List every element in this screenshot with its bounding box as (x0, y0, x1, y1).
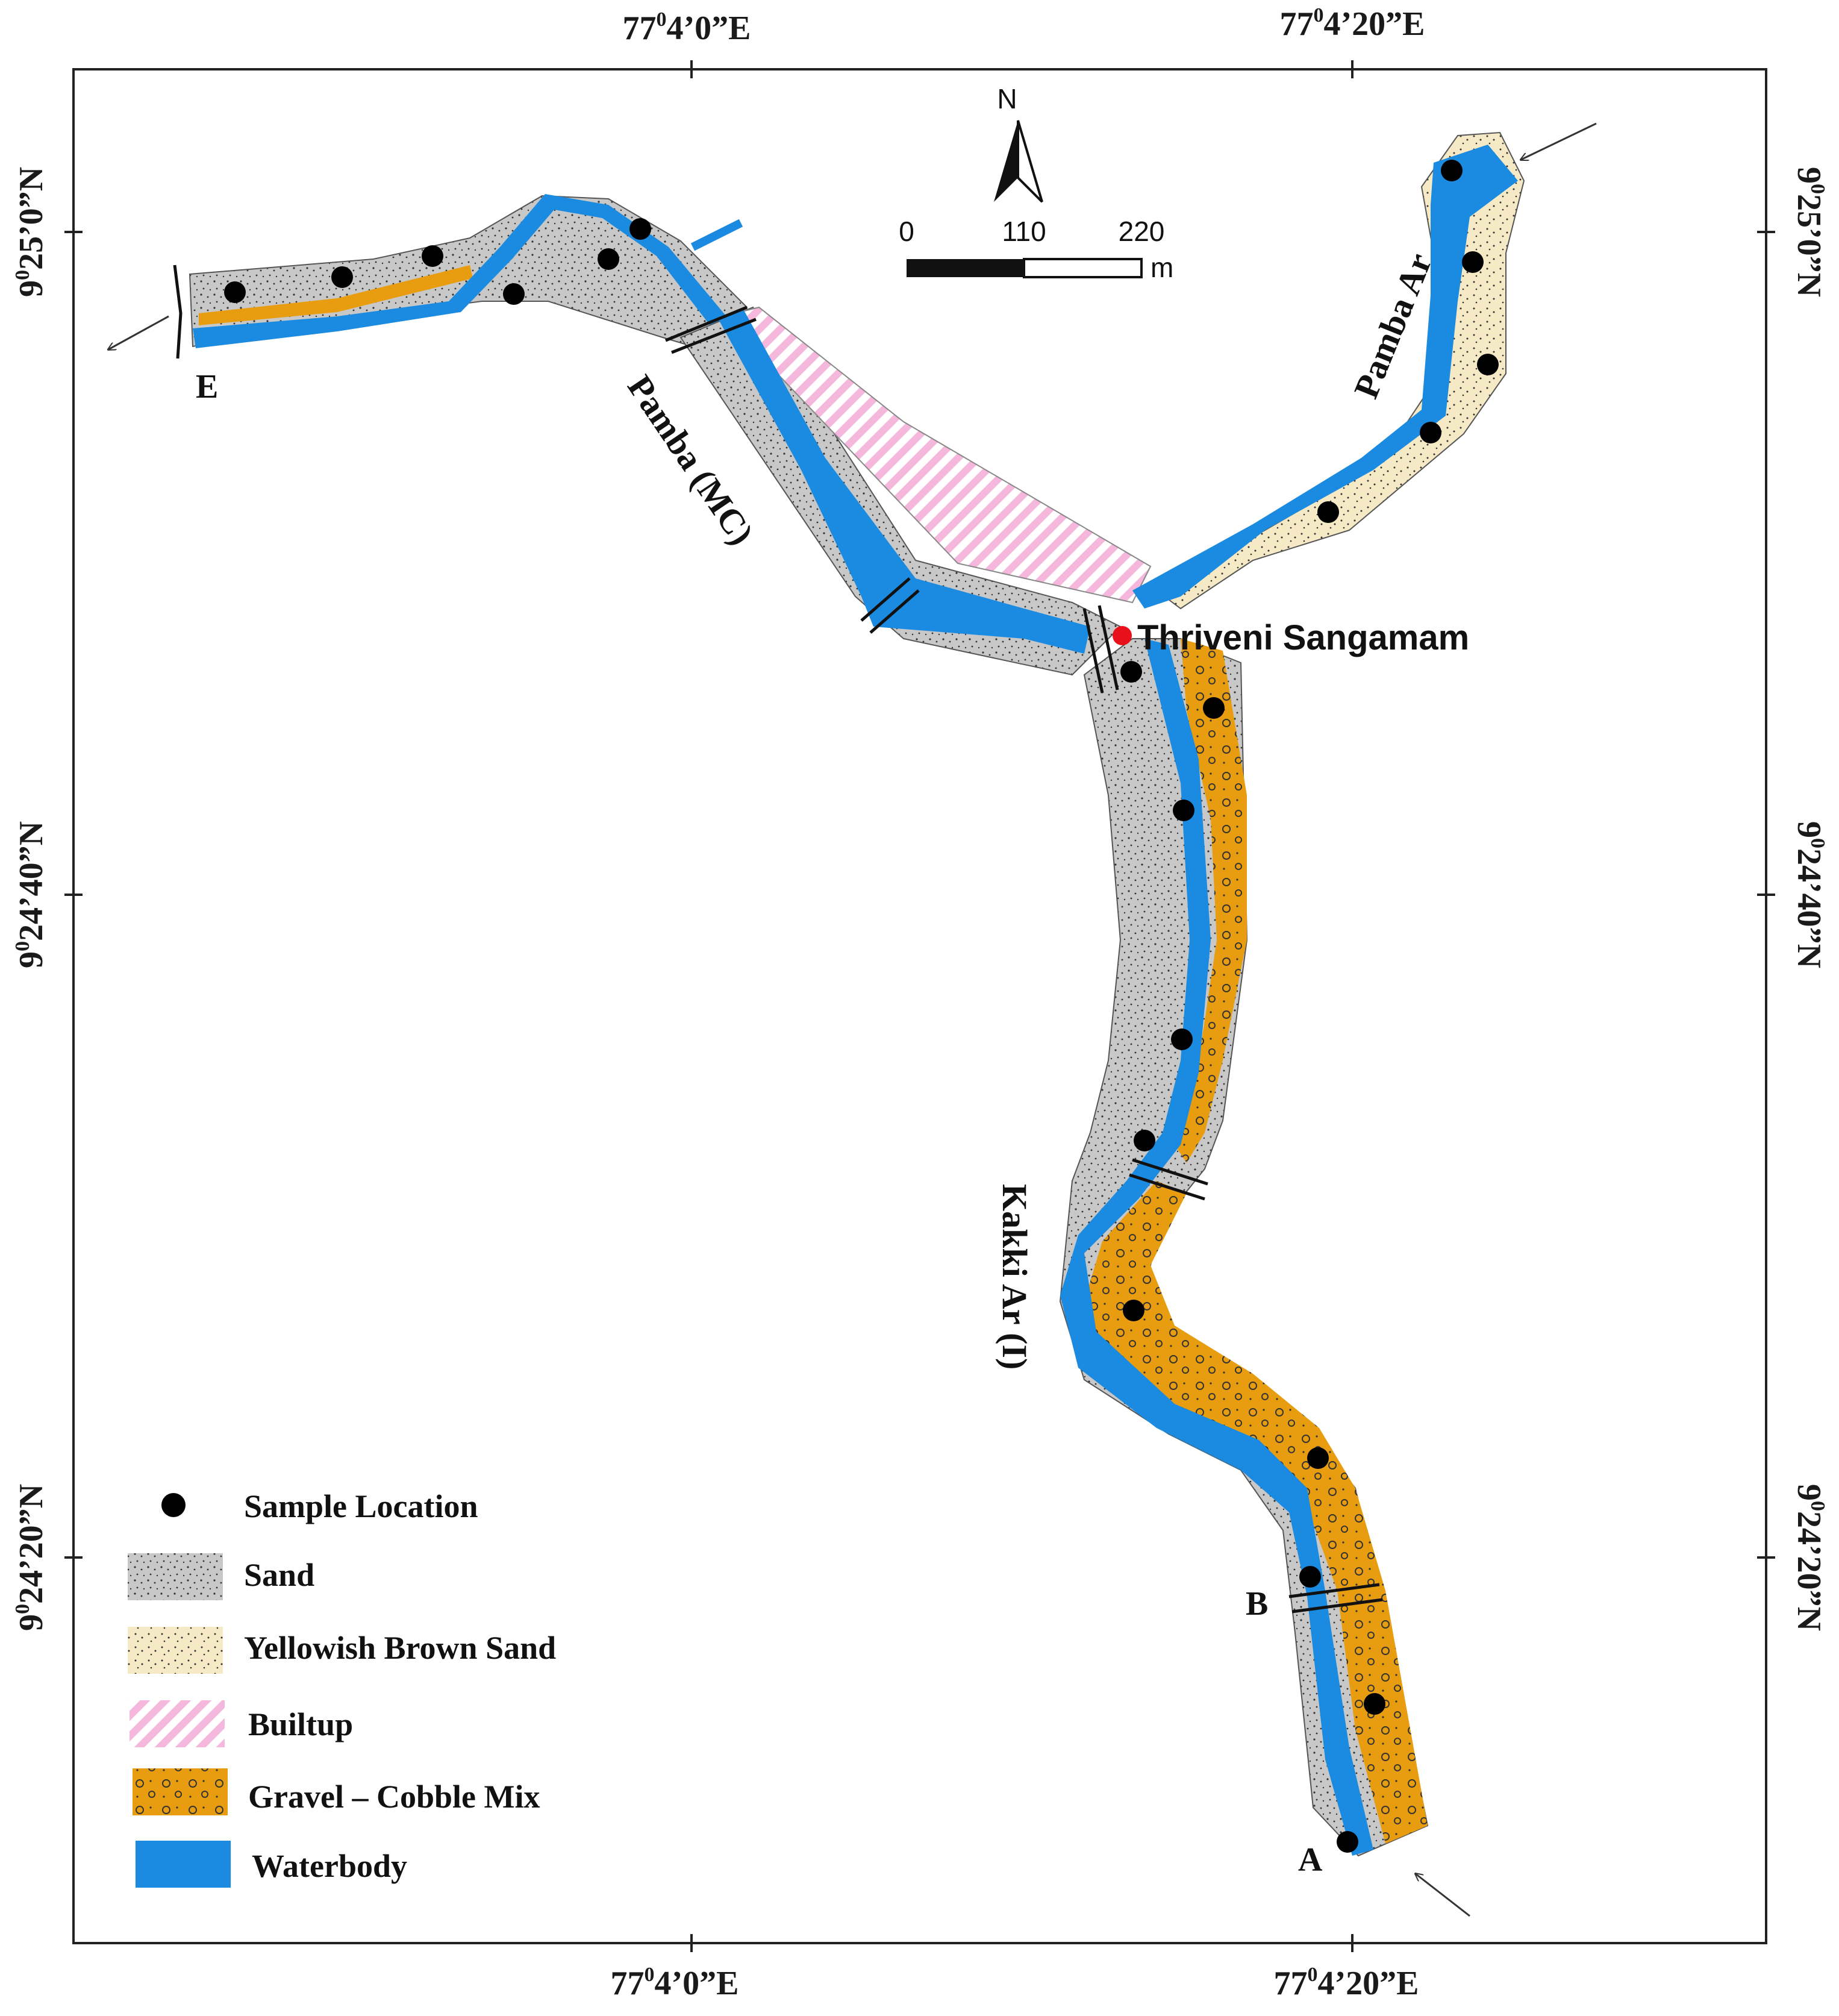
legend-label-gravel: Gravel – Cobble Mix (248, 1779, 540, 1815)
sample-point (1317, 501, 1339, 523)
section-separators (157, 265, 1383, 1614)
section-label-a: A (1298, 1841, 1323, 1879)
legend-swatch-sample (161, 1493, 186, 1517)
left-coord-3: 9024’20”N (11, 1484, 50, 1631)
water-kakki-ar (1060, 639, 1373, 1856)
builtup-pamba-mc (722, 306, 1152, 604)
sample-point (224, 281, 246, 303)
right-coord-1: 9025’0”N (1790, 167, 1829, 297)
legend-item-gravel: Gravel – Cobble Mix (133, 1768, 540, 1815)
sample-point (1120, 661, 1142, 683)
bottom-coord-2: 7704’20”E (1274, 1964, 1419, 2002)
sample-point (1134, 1130, 1155, 1151)
sample-point (503, 283, 525, 305)
gravel-western-strip (199, 265, 473, 325)
sample-point (422, 245, 443, 267)
right-coord-2: 9024’40”N (1790, 821, 1829, 968)
legend: Sample Location Sand Yellowish Brown San… (128, 1488, 556, 1888)
sample-point (1123, 1300, 1144, 1321)
sample-point (1307, 1447, 1329, 1469)
legend-swatch-sand (128, 1553, 223, 1600)
sample-locations (224, 160, 1499, 1853)
top-coord-1: 7704’0”E (623, 8, 751, 47)
north-arrow: N (994, 83, 1043, 203)
legend-label-water: Waterbody (252, 1848, 407, 1884)
scale-label-0: 0 (899, 216, 914, 247)
legend-label-builtup: Builtup (248, 1706, 353, 1742)
sample-point (1441, 160, 1463, 181)
gravel-kakki-ar-upper (1175, 639, 1247, 1163)
legend-swatch-builtup (130, 1700, 225, 1747)
confluence-point (1113, 626, 1132, 645)
scale-label-220: 220 (1119, 216, 1165, 247)
sample-point (1477, 354, 1499, 375)
confluence-label: Thriveni Sangamam (1137, 618, 1469, 657)
right-coord-3: 9024’20”N (1790, 1484, 1829, 1631)
legend-swatch-gravel (133, 1768, 228, 1815)
graticule-ticks (64, 60, 1775, 1952)
legend-item-ybs: Yellowish Brown Sand (128, 1627, 556, 1674)
north-label: N (997, 83, 1017, 114)
legend-label-sand: Sand (244, 1557, 314, 1593)
scale-unit: m (1151, 252, 1173, 283)
scale-label-110: 110 (1002, 216, 1046, 247)
section-label-b: B (1246, 1585, 1268, 1623)
water-pamba-ar (1132, 145, 1518, 609)
gravel-kakki-ar-lower (1084, 1181, 1428, 1844)
sample-point (1462, 251, 1484, 273)
legend-swatch-ybs (128, 1627, 223, 1674)
section-label-e: E (196, 368, 218, 405)
water-western-channel (193, 194, 729, 348)
legend-item-builtup: Builtup (130, 1700, 353, 1747)
scale-bar: 0 110 220 m (899, 216, 1173, 283)
river-label-kakki-ar: Kakki Ar (I) (995, 1184, 1034, 1370)
flow-arrows (108, 122, 1597, 1917)
legend-item-sand: Sand (128, 1553, 314, 1600)
legend-label-sample: Sample Location (244, 1488, 478, 1524)
sample-point (629, 218, 651, 240)
sample-point (1171, 1028, 1193, 1050)
left-coord-1: 9025’0”N (11, 167, 50, 297)
top-coord-2: 7704’20”E (1280, 4, 1425, 43)
legend-item-sample: Sample Location (161, 1488, 478, 1524)
sample-point (1420, 422, 1441, 443)
sample-point (1173, 800, 1194, 821)
legend-label-ybs: Yellowish Brown Sand (244, 1630, 556, 1666)
bottom-coord-1: 7704’0”E (611, 1964, 739, 2002)
sample-point (1299, 1566, 1321, 1588)
sample-point (331, 266, 353, 288)
legend-swatch-water (136, 1841, 231, 1888)
legend-item-water: Waterbody (136, 1841, 407, 1888)
left-coord-2: 9024’40”N (11, 821, 50, 968)
sample-point (598, 248, 619, 270)
sample-point (1203, 697, 1225, 719)
sample-point (1364, 1693, 1385, 1715)
sample-point (1337, 1831, 1358, 1853)
water-tributary-north (690, 219, 743, 251)
